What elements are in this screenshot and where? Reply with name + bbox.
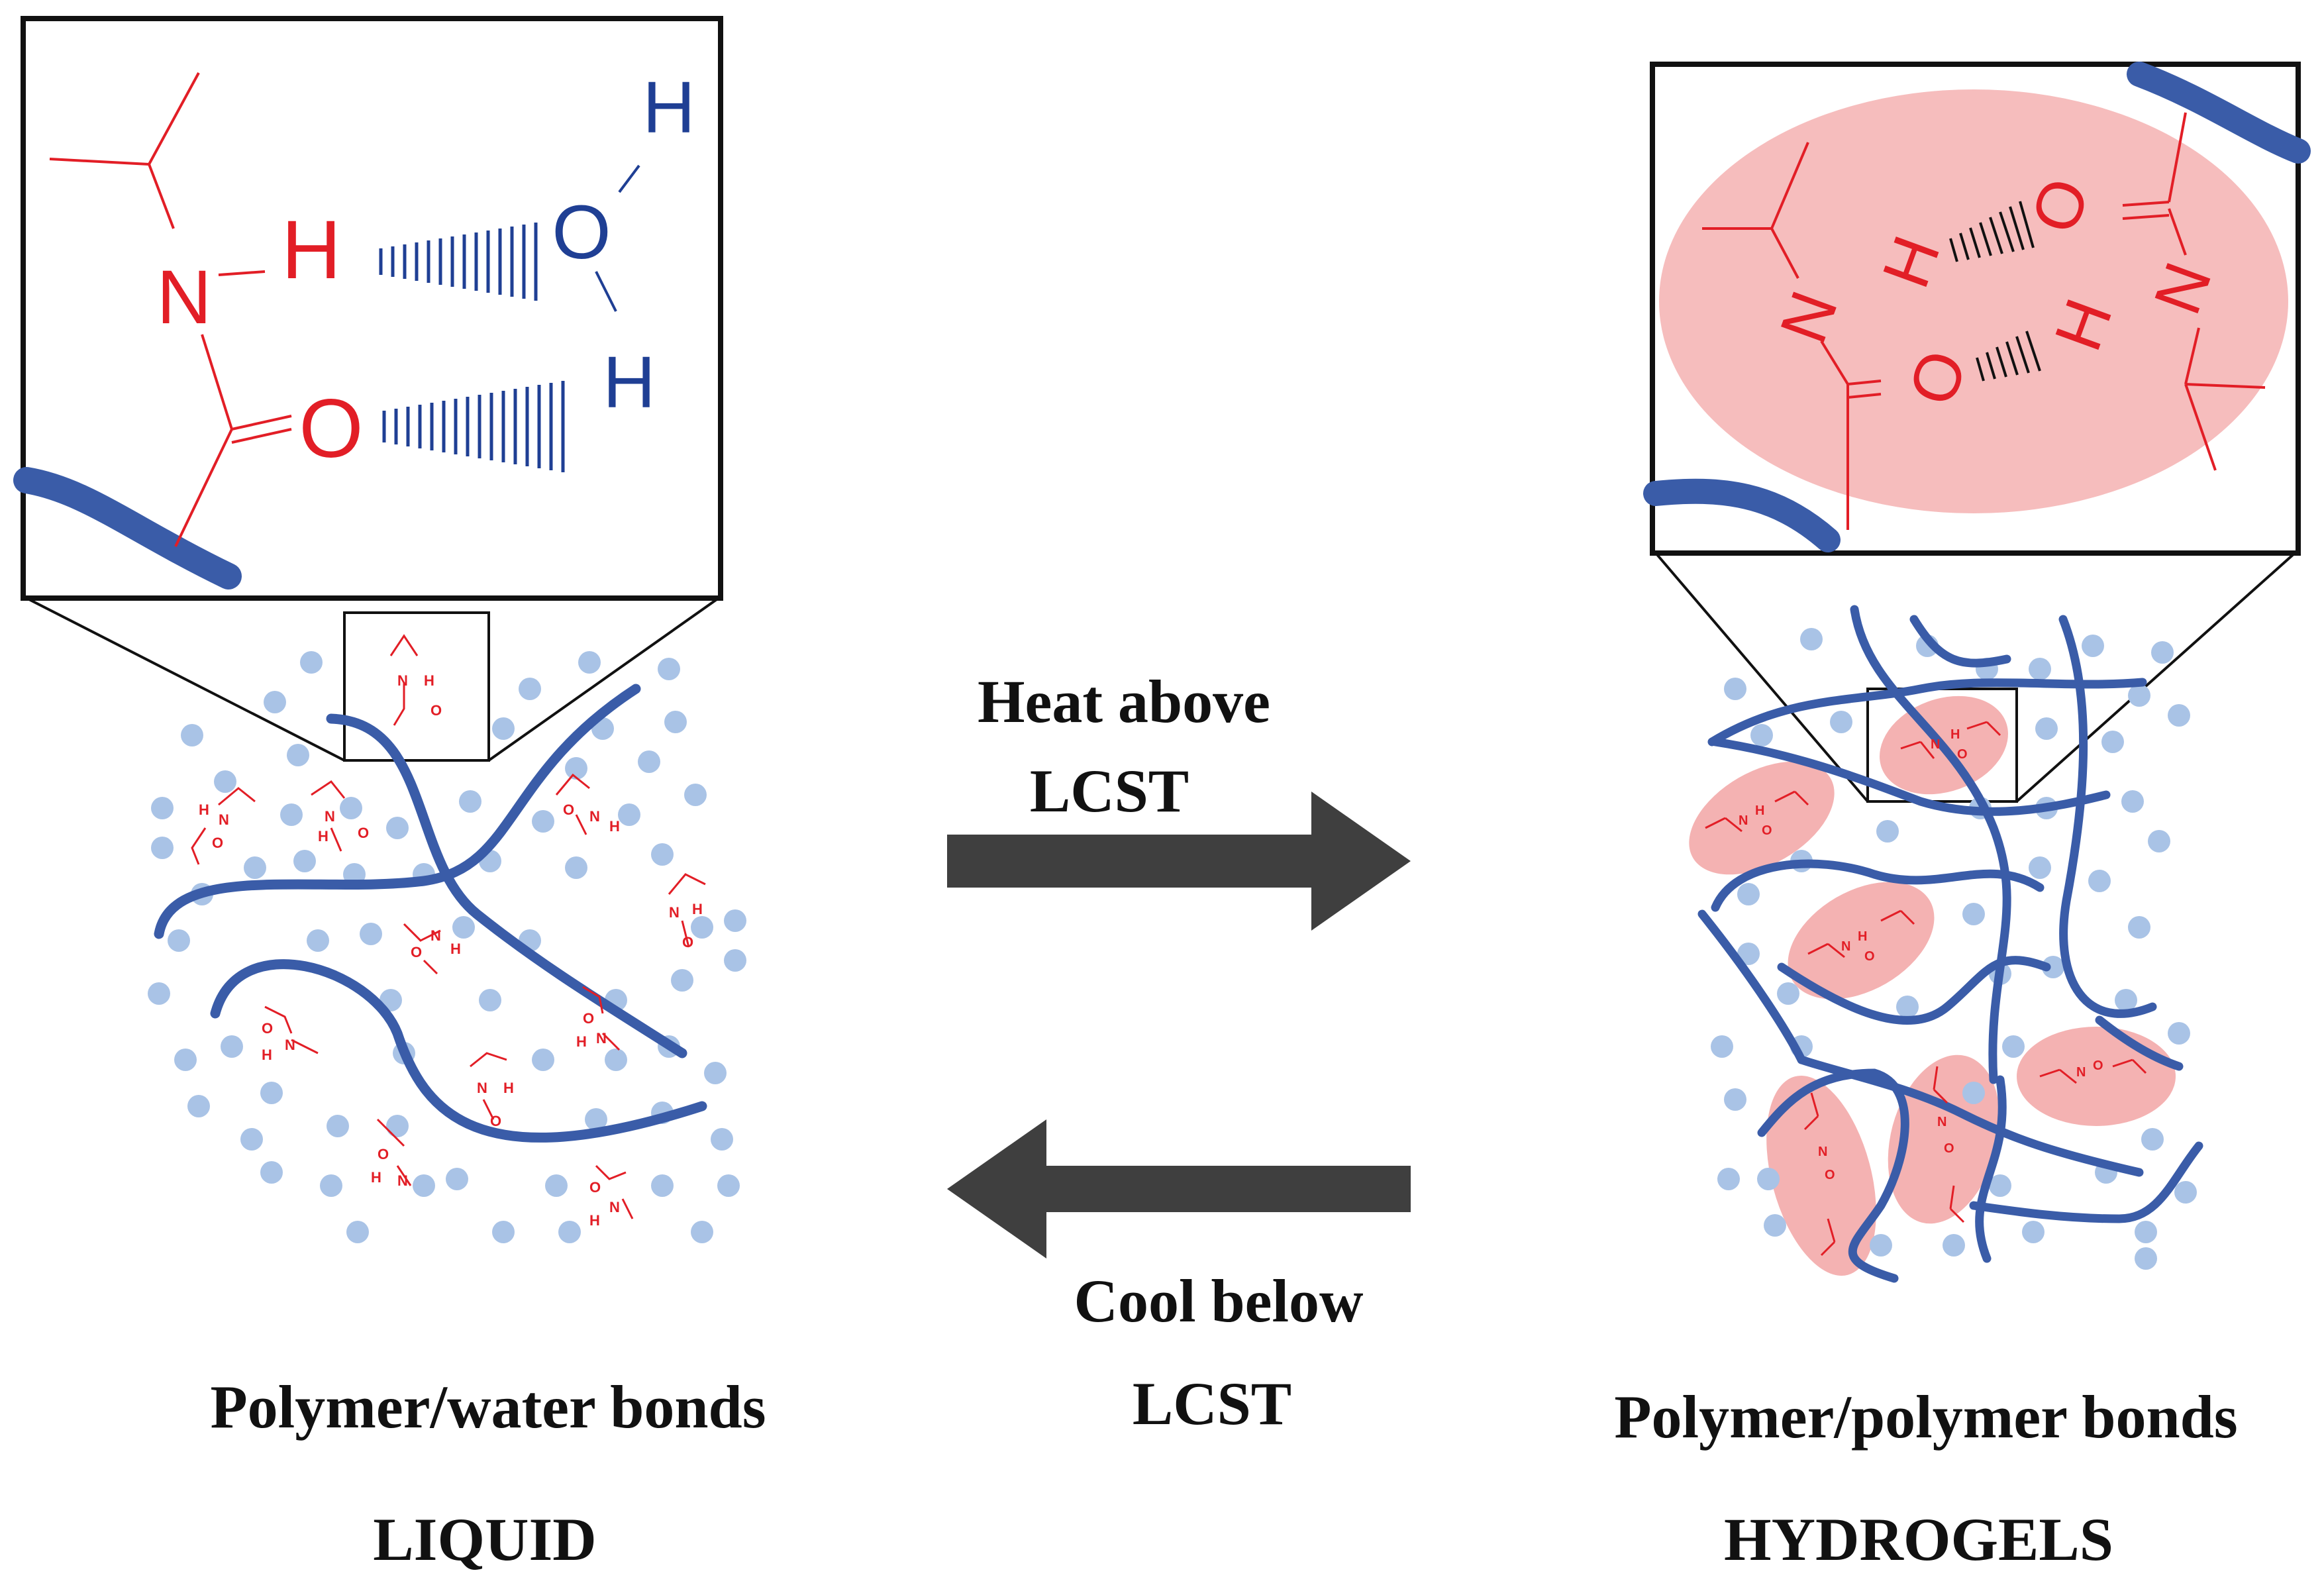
svg-text:H: H [424,672,434,689]
svg-text:O: O [1762,823,1772,838]
right-polymer-chains [1697,605,2203,1283]
polymer-clusters [1689,695,2176,1276]
water-dots [148,651,746,1243]
cool-label-line2: LCST [1133,1370,1291,1437]
left-mini-molecules [191,634,706,1219]
hydrogen-atom: H [281,204,341,296]
hydrogen-bond-hash [1949,201,2035,262]
hydrogen-bond-hash [1976,331,2041,382]
svg-text:O: O [682,934,693,951]
svg-text:H: H [262,1047,272,1063]
oxygen-atom: O [299,383,363,475]
svg-text:N: N [596,1030,607,1047]
svg-text:H: H [1755,803,1764,818]
cool-arrow [947,1119,1411,1259]
svg-text:H: H [576,1033,587,1050]
svg-text:N: N [430,927,441,944]
heat-label-line2: LCST [1030,757,1189,825]
hydrogen-bond-hash [379,223,538,301]
svg-text:O: O [378,1146,389,1162]
right-zoom-molecule [1702,112,2266,530]
svg-text:O: O [411,944,422,960]
svg-text:N: N [285,1037,295,1053]
nitrogen-atom: N [156,255,211,340]
svg-text:N: N [669,904,680,921]
right-zoom-atoms: N H O O H N [1766,169,2226,415]
heat-arrow [947,792,1411,931]
svg-text:O: O [490,1113,501,1129]
cool-label-line1: Cool below [1074,1267,1364,1335]
svg-text:H: H [609,818,620,835]
svg-text:O: O [430,702,442,719]
svg-text:N: N [589,808,600,825]
svg-text:O: O [262,1020,273,1037]
svg-text:H: H [692,901,703,917]
right-mini-molecules [1705,721,2147,1257]
right-zoom-chain [2127,62,2311,164]
right-state-caption: HYDROGELS [1724,1506,2113,1573]
svg-text:O: O [212,835,223,851]
svg-text:H: H [371,1169,381,1186]
left-panel: N H O O H H [13,16,746,1243]
svg-text:N: N [1937,1115,1946,1129]
hydrogen-atom: H [603,342,655,423]
svg-text:N: N [397,1172,408,1189]
left-selection-box [343,611,490,762]
svg-text:N: N [1818,1145,1827,1159]
left-bonds-caption: Polymer/water bonds [210,1373,766,1441]
center-arrows: Heat above LCST Cool below LCST [947,668,1411,1437]
svg-text:N: N [2076,1065,2086,1080]
svg-text:H: H [199,801,209,818]
svg-text:O: O [1864,949,1875,964]
left-funnel-line [487,597,720,762]
svg-text:H: H [450,941,461,957]
svg-text:H: H [1858,929,1867,944]
svg-text:N: N [397,672,408,689]
right-funnel-line [1654,552,1869,803]
svg-text:O: O [1825,1168,1835,1182]
svg-text:H: H [318,828,328,845]
left-zoom-molecule [49,72,292,547]
hydrogen-atom: H [642,67,695,148]
left-zoom-chain [13,467,242,590]
svg-text:N: N [1931,737,1940,752]
svg-text:N: N [1841,939,1850,954]
svg-text:N: N [609,1199,620,1215]
left-polymer-chains [154,684,707,1143]
left-zoom-box [21,16,723,601]
svg-text:O: O [1944,1141,1954,1156]
captions: Polymer/water bonds LIQUID Polymer/polym… [210,1373,2237,1573]
left-state-caption: LIQUID [373,1506,596,1573]
svg-text:N: N [1739,813,1748,828]
svg-text:O: O [1957,747,1968,762]
svg-text:N: N [325,808,335,825]
heat-label-line1: Heat above [978,668,1270,735]
svg-text:N: N [477,1080,487,1096]
svg-text:O: O [2093,1058,2103,1073]
right-funnel-line [2015,552,2296,803]
right-zoom-cluster [1659,89,2288,513]
svg-text:O: O [563,801,574,818]
oxygen-atom: O [552,190,611,275]
hydrogen-bond-hash [382,381,565,472]
right-panel: N H O O H N [1643,62,2311,1283]
svg-text:N: N [219,811,229,828]
svg-text:O: O [583,1010,594,1027]
svg-text:H: H [503,1080,514,1096]
svg-text:O: O [589,1179,601,1196]
right-bonds-caption: Polymer/polymer bonds [1614,1383,2237,1451]
svg-text:H: H [1950,727,1960,742]
right-zoom-chain [1643,478,1841,552]
water-molecule [595,164,640,312]
svg-text:O: O [358,825,369,841]
svg-text:H: H [589,1212,600,1229]
left-funnel-line [26,597,345,762]
